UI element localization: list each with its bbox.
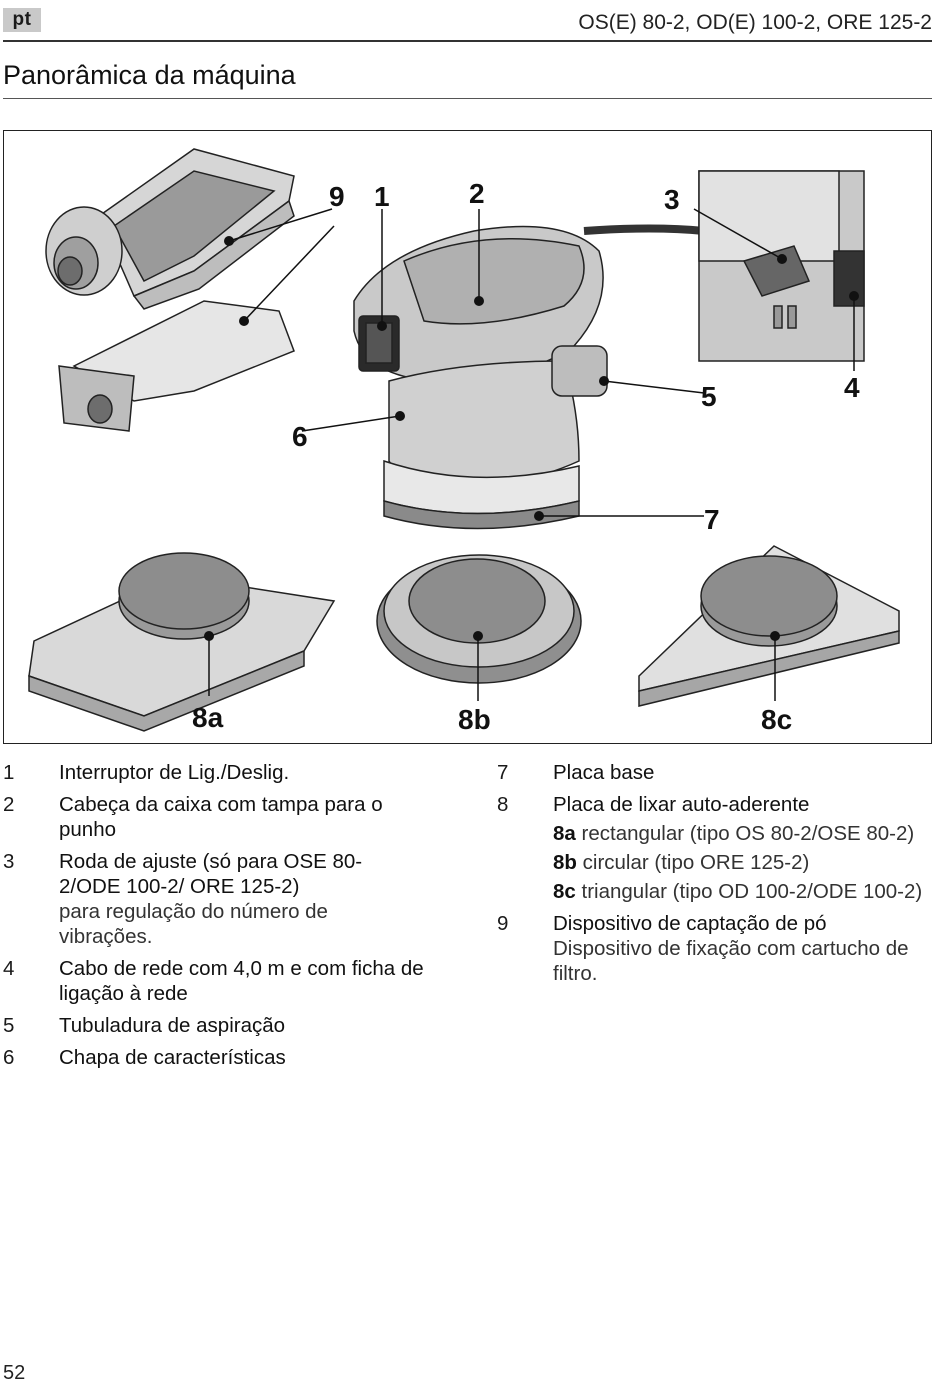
legend-subitem: 8c triangular (tipo OD 100-2/ODE 100-2) [553, 879, 937, 904]
subitem-code: 8c [553, 880, 576, 903]
subitem-text: rectangular (tipo OS 80-2/OSE 80-2) [581, 822, 915, 845]
legend-item: 1 Interruptor de Lig./Deslig. [3, 760, 473, 785]
machine-overview-figure: 9 1 2 3 6 5 4 7 8a 8b 8c [3, 130, 932, 744]
legend-item: 2 Cabeça da caixa com tampa para o punho [3, 792, 473, 842]
dust-box-drawing [45, 148, 295, 310]
legend-title: Placa de lixar auto-aderente [553, 793, 810, 816]
circular-pad-drawing [376, 554, 582, 684]
callout-leaders [208, 208, 855, 701]
legend-item: 3 Roda de ajuste (só para OSE 80-2/ODE 1… [3, 849, 473, 949]
language-tag: pt [3, 8, 41, 32]
callout-9: 9 [329, 181, 345, 212]
subitem-text: triangular (tipo OD 100-2/ODE 100-2) [581, 880, 923, 903]
legend-number: 2 [3, 793, 15, 816]
legend-item: 6 Chapa de características [3, 1045, 473, 1070]
filter-cartridge-drawing [58, 300, 295, 432]
callout-8b: 8b [458, 704, 491, 735]
legend-number: 3 [3, 850, 15, 873]
legend-item: 8 Placa de lixar auto-aderente 8a rectan… [497, 792, 937, 904]
legend-item: 5 Tubuladura de aspiração [3, 1013, 473, 1038]
sander-body-drawing [353, 224, 705, 530]
legend-title: Interruptor de Lig./Deslig. [59, 761, 290, 784]
legend-number: 4 [3, 957, 15, 980]
legend-description: para regulação do número de vibrações. [59, 900, 328, 948]
triangular-pad-drawing [638, 545, 900, 707]
callout-7: 7 [704, 504, 720, 535]
page-number: 52 [3, 1362, 26, 1384]
legend-title: Placa base [553, 761, 655, 784]
callout-4: 4 [844, 372, 860, 403]
legend-title: Cabeça da caixa com tampa para o punho [59, 793, 383, 841]
callout-5: 5 [701, 381, 717, 412]
speed-dial-inset-drawing [698, 170, 865, 362]
callout-2: 2 [469, 178, 485, 209]
subitem-code: 8b [553, 851, 577, 874]
subitem-text: circular (tipo ORE 125-2) [582, 851, 810, 874]
page-title: Panorâmica da máquina [3, 60, 296, 90]
legend-number: 7 [497, 761, 509, 784]
legend-subitem: 8b circular (tipo ORE 125-2) [553, 850, 937, 875]
legend-title: Tubuladura de aspiração [59, 1014, 286, 1037]
legend-number: 9 [497, 912, 509, 935]
subitem-code: 8a [553, 822, 576, 845]
legend-title: Roda de ajuste (só para OSE 80-2/ODE 100… [59, 850, 363, 898]
legend-title: Dispositivo de captação de pó [553, 912, 827, 935]
header-rule [3, 40, 932, 42]
title-rule [3, 98, 932, 99]
callout-dots [204, 236, 859, 641]
legend-number: 1 [3, 761, 15, 784]
legend-number: 8 [497, 793, 509, 816]
callout-3: 3 [664, 184, 680, 215]
callout-8c: 8c [761, 704, 792, 735]
legend-number: 6 [3, 1046, 15, 1069]
legend-title: Chapa de características [59, 1046, 286, 1069]
legend-left-column: 1 Interruptor de Lig./Deslig. 2 Cabeça d… [3, 760, 473, 1077]
callout-6: 6 [292, 421, 308, 452]
callout-1: 1 [374, 181, 390, 212]
legend-item: 4 Cabo de rede com 4,0 m e com ficha de … [3, 956, 473, 1006]
model-header: OS(E) 80-2, OD(E) 100-2, ORE 125-2 [578, 11, 932, 34]
legend-item: 7 Placa base [497, 760, 937, 785]
legend-item: 9 Dispositivo de captação de pó Disposit… [497, 911, 937, 986]
rectangular-pad-drawing [28, 552, 336, 732]
callout-8a: 8a [192, 702, 224, 733]
legend-right-column: 7 Placa base 8 Placa de lixar auto-adere… [497, 760, 937, 993]
legend-title: Cabo de rede com 4,0 m e com ficha de li… [59, 957, 424, 1005]
machine-illustration: 9 1 2 3 6 5 4 7 8a 8b 8c [28, 148, 900, 735]
legend-number: 5 [3, 1014, 15, 1037]
legend-subitem: 8a rectangular (tipo OS 80-2/OSE 80-2) [553, 821, 937, 846]
legend-description: Dispositivo de fixação com cartucho de f… [553, 937, 909, 985]
